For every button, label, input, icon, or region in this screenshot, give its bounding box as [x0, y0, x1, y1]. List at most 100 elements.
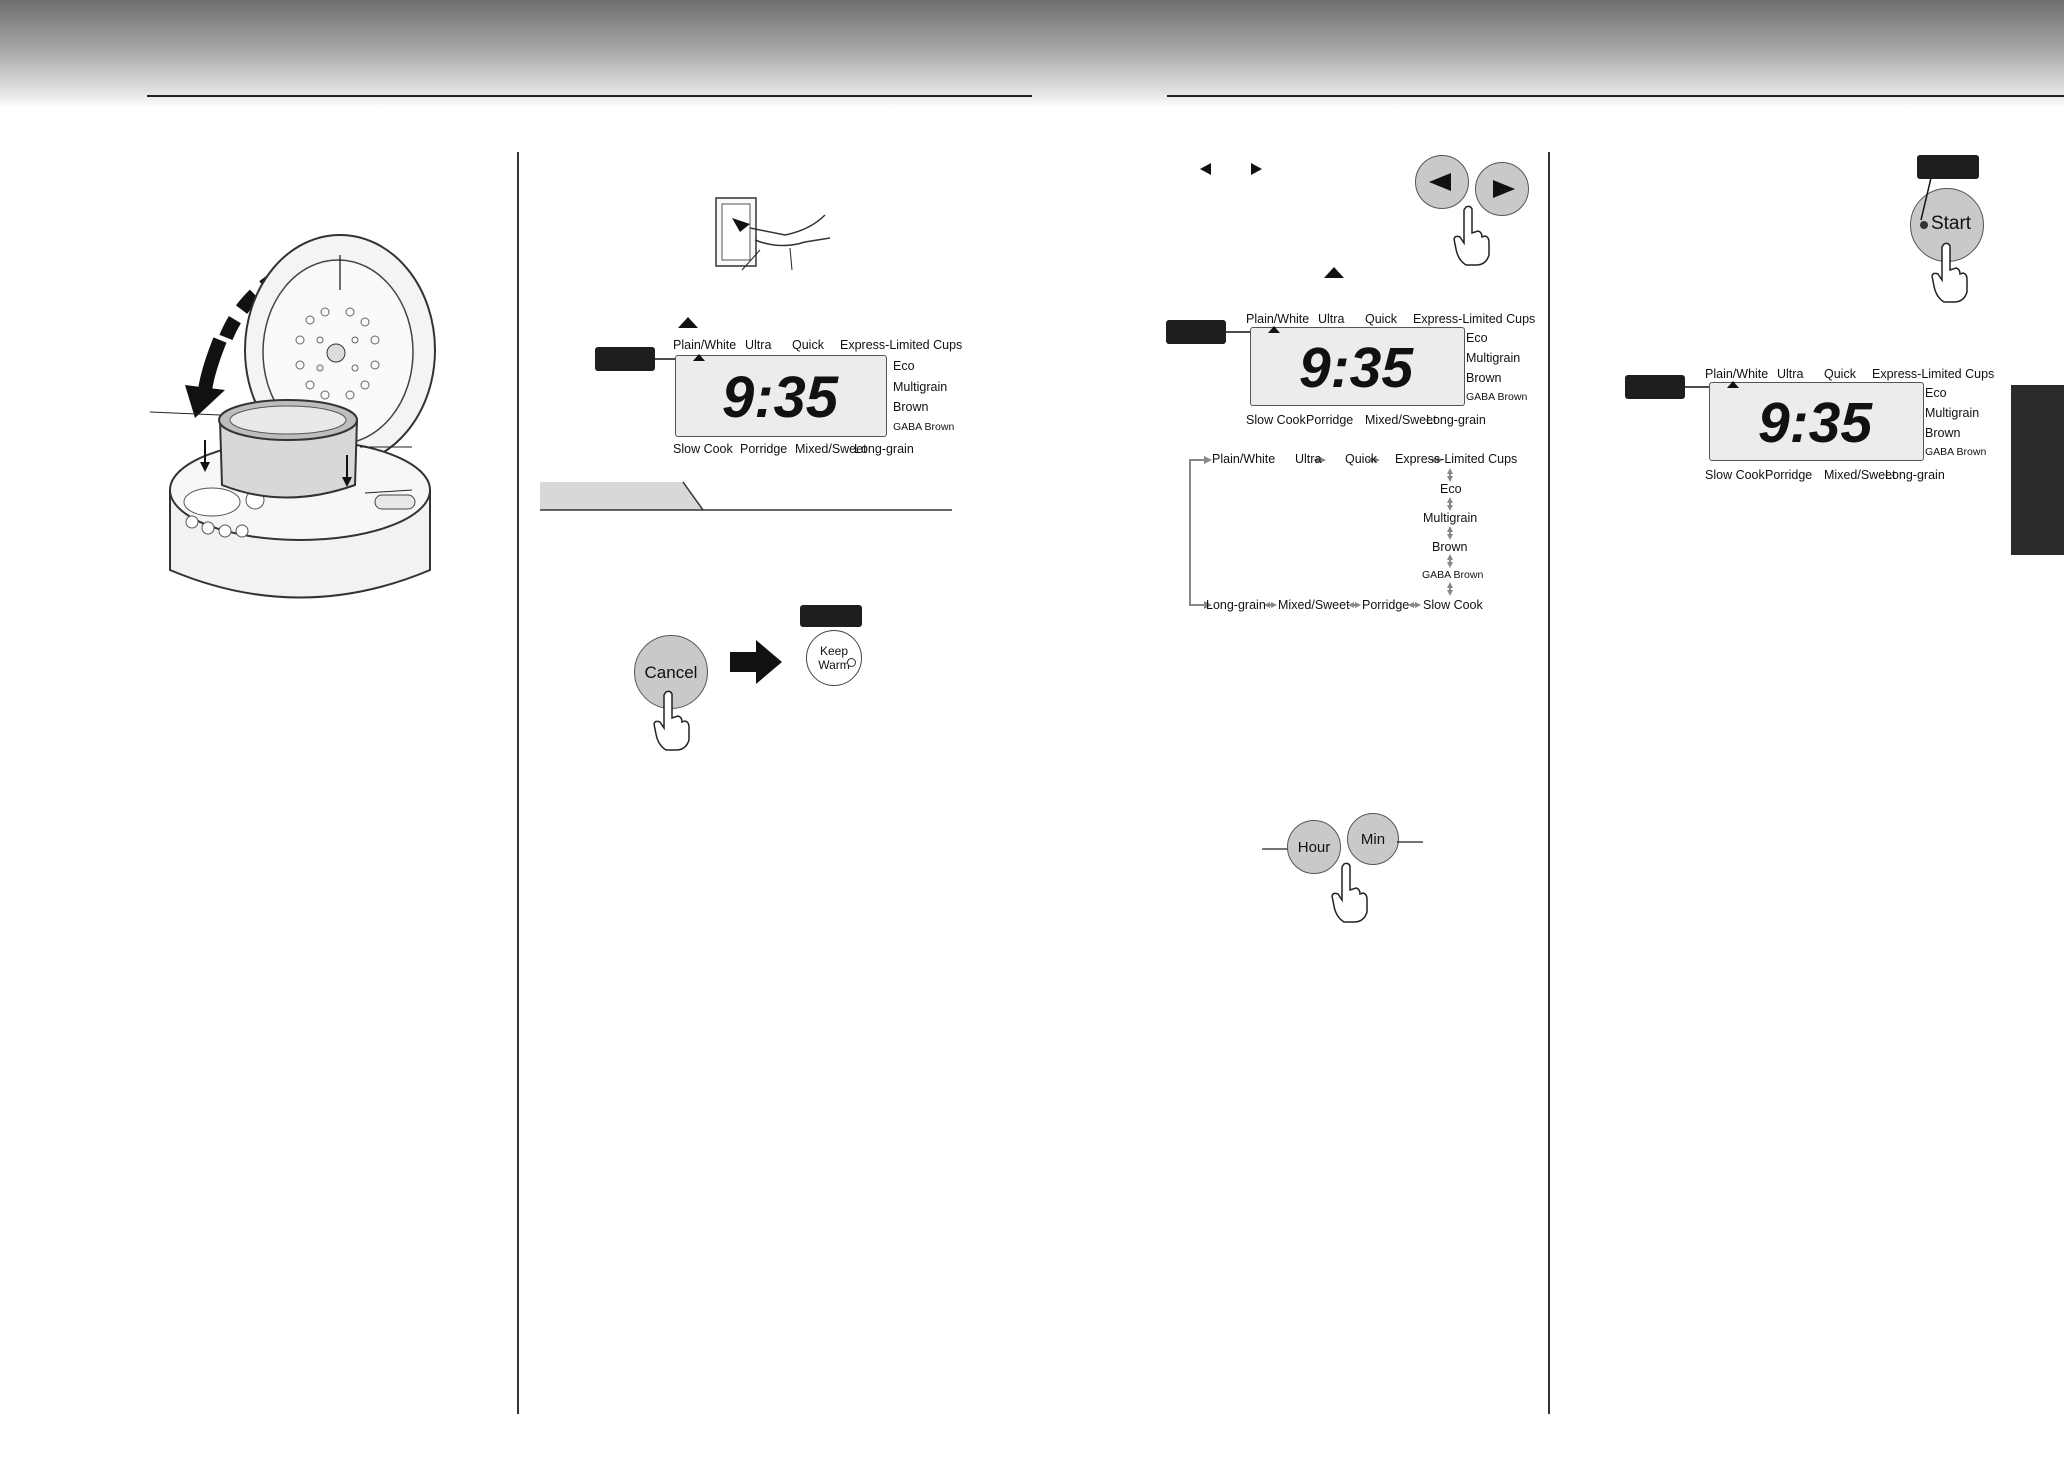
lcd-label-express: Express-Limited Cups	[840, 338, 963, 352]
rice-cooker-illustration	[149, 234, 436, 599]
lcd-label-plain-white: Plain/White	[1246, 312, 1310, 326]
lcd-panel	[1709, 382, 1924, 461]
min-button[interactable]: Min	[1347, 813, 1399, 865]
lcd-label-brown: Brown	[1925, 426, 1961, 440]
lcd-label-eco: Eco	[1466, 331, 1488, 345]
lcd-label-ultra: Ultra	[1318, 312, 1345, 326]
lcd-label-slow-cook: Slow Cook	[1705, 468, 1765, 482]
start-badge	[1917, 155, 1979, 179]
lcd-label-porridge: Porridge	[1765, 468, 1813, 482]
left-triangle-icon	[1429, 173, 1451, 191]
menu-left-button[interactable]	[1415, 155, 1469, 209]
lcd-cursor-icon	[693, 354, 705, 361]
min-leader-line	[1397, 841, 1423, 843]
start-button-label: Start	[1930, 213, 1972, 234]
lcd-label-mixed-sweet: Mixed/Sweet	[795, 442, 867, 456]
cycle-long-grain: Long-grain	[1206, 598, 1266, 612]
keep-warm-button[interactable]: Keep Warm	[806, 630, 862, 686]
lcd-label-gaba-brown: GABA Brown	[1466, 391, 1528, 403]
start-badge-pointer	[1920, 177, 1932, 221]
lcd-label-brown: Brown	[893, 400, 929, 414]
badge-pointer	[1685, 386, 1709, 388]
start-button[interactable]: Start	[1910, 188, 1984, 262]
lcd-time: 9:35	[1299, 336, 1414, 400]
cycle-slow-cook: Slow Cook	[1423, 598, 1483, 612]
cycle-express: Express-Limited Cups	[1395, 452, 1518, 466]
lcd-label-quick: Quick	[1365, 312, 1397, 326]
status-badge	[595, 347, 655, 371]
menu-up-arrow-icon	[678, 317, 698, 328]
status-badge	[1625, 375, 1685, 399]
lcd-time-display: 9:35	[722, 365, 839, 430]
left-right-arrows-icon	[1200, 163, 1262, 175]
hand-pointer-icon	[1931, 242, 1968, 303]
lcd-time: 9:35	[722, 365, 839, 430]
lcd-group-column3: 9:35 Plain/White Ultra Quick Express-Lim…	[1166, 295, 1536, 440]
cycle-brown: Brown	[1432, 540, 1468, 554]
lcd-label-brown: Brown	[1466, 371, 1502, 385]
power-outlet-illustration	[715, 197, 831, 271]
lcd-panel	[675, 355, 887, 437]
right-arrow-icon	[730, 640, 782, 684]
cycle-eco: Eco	[1440, 482, 1462, 496]
right-triangle-icon	[1493, 180, 1515, 198]
cycle-plain-white: Plain/White	[1212, 452, 1276, 466]
right-page-rule	[1167, 95, 2064, 97]
left-page-rule	[147, 95, 1032, 97]
keep-warm-label-line1: Keep	[819, 644, 849, 658]
column-divider-left	[517, 152, 519, 1414]
lcd-label-multigrain: Multigrain	[893, 380, 948, 394]
cycle-multigrain: Multigrain	[1423, 511, 1478, 525]
cycle-gaba-brown: GABA Brown	[1422, 569, 1484, 581]
lcd-group-column2: 9:35 Plain/White Ultra Quick Express-Lim…	[595, 315, 962, 460]
lcd-label-ultra: Ultra	[1777, 367, 1804, 381]
lcd-label-long-grain: Long-grain	[1885, 468, 1945, 482]
lcd-label-plain-white: Plain/White	[1705, 367, 1769, 381]
cycle-mixed-sweet: Mixed/Sweet	[1278, 598, 1350, 612]
lcd-label-quick: Quick	[792, 338, 824, 352]
section-heading-tab	[540, 481, 952, 511]
lcd-label-quick: Quick	[1824, 367, 1856, 381]
keep-warm-indicator-icon	[847, 658, 856, 667]
hand-pointer-icon	[1331, 862, 1368, 923]
lcd-label-mixed-sweet: Mixed/Sweet	[1365, 413, 1437, 427]
badge-pointer	[1226, 331, 1250, 333]
lcd-label-gaba-brown: GABA Brown	[1925, 446, 1987, 458]
lcd-time-display: 9:35	[1758, 391, 1873, 455]
hand-pointer-icon	[1453, 205, 1490, 266]
lcd-label-long-grain: Long-grain	[854, 442, 914, 456]
lcd-label-multigrain: Multigrain	[1466, 351, 1521, 365]
lcd-label-multigrain: Multigrain	[1925, 406, 1980, 420]
lcd-label-long-grain: Long-grain	[1426, 413, 1486, 427]
start-indicator-icon	[1920, 221, 1928, 229]
cycle-porridge: Porridge	[1362, 598, 1410, 612]
lcd-label-gaba-brown: GABA Brown	[893, 421, 955, 433]
cycle-quick: Quick	[1345, 452, 1377, 466]
hand-pointer-icon	[653, 690, 690, 751]
cycle-ultra: Ultra	[1295, 452, 1322, 466]
menu-right-button[interactable]	[1475, 162, 1529, 216]
lcd-time-display: 9:35	[1299, 336, 1414, 400]
lcd-label-eco: Eco	[1925, 386, 1947, 400]
column-divider-right	[1548, 152, 1550, 1414]
cancel-button-label: Cancel	[644, 663, 698, 682]
lcd-label-mixed-sweet: Mixed/Sweet	[1824, 468, 1896, 482]
cycle-connector-lines	[1189, 456, 1453, 609]
status-badge	[1166, 320, 1226, 344]
page-header-band	[0, 0, 2064, 108]
badge-pointer	[655, 358, 675, 360]
lcd-cursor-icon	[1268, 326, 1280, 333]
keep-warm-label-line2: Warm	[818, 658, 850, 672]
lcd-panel	[1250, 327, 1465, 406]
lcd-time: 9:35	[1758, 391, 1873, 455]
hour-button[interactable]: Hour	[1287, 820, 1341, 874]
section-tab	[2011, 385, 2064, 555]
lcd-group-column4: 9:35 Plain/White Ultra Quick Express-Lim…	[1625, 350, 1995, 495]
lcd-label-express: Express-Limited Cups	[1413, 312, 1536, 326]
lcd-cursor-icon	[1727, 381, 1739, 388]
lcd-label-slow-cook: Slow Cook	[1246, 413, 1306, 427]
lcd-label-eco: Eco	[893, 359, 915, 373]
lcd-label-slow-cook: Slow Cook	[673, 442, 733, 456]
lcd-label-express: Express-Limited Cups	[1872, 367, 1995, 381]
menu-cycle-diagram: Plain/White Ultra Quick Express-Limited …	[1180, 448, 1520, 613]
